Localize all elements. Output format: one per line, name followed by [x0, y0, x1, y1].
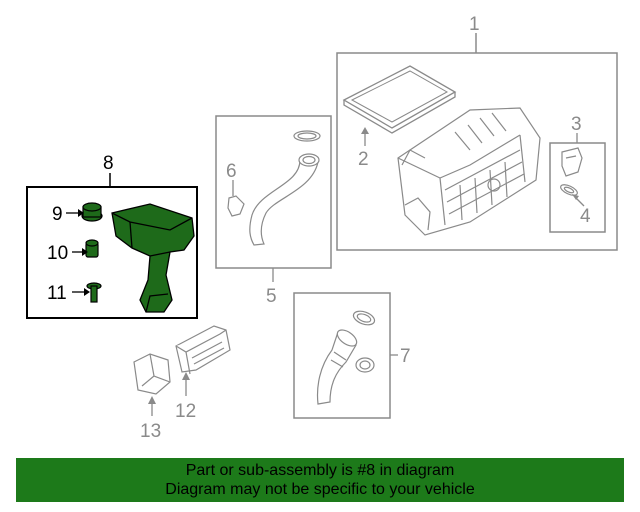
intake-hose-part[interactable]	[249, 153, 320, 246]
clip-part[interactable]	[227, 195, 245, 217]
sensor-part[interactable]	[561, 147, 583, 177]
callout-11[interactable]: 11	[47, 283, 67, 304]
duct-adapter-part[interactable]	[175, 325, 231, 375]
grommet-part[interactable]	[81, 202, 103, 222]
callout-3[interactable]: 3	[571, 114, 582, 135]
callout-10[interactable]: 10	[47, 243, 68, 264]
duct-clamp-part[interactable]	[352, 309, 377, 373]
callout-12[interactable]: 12	[175, 401, 196, 422]
callout-4[interactable]: 4	[580, 206, 591, 227]
callout-7[interactable]: 7	[400, 346, 411, 367]
parts-diagram: 1 2 3	[26, 14, 618, 442]
callout-6[interactable]: 6	[226, 161, 237, 182]
air-cleaner-group: 1 2 3	[336, 14, 618, 251]
cover-part[interactable]	[133, 353, 171, 395]
air-filter-part[interactable]	[342, 65, 457, 134]
air-cleaner-housing-part[interactable]	[397, 107, 541, 236]
callout-1[interactable]: 1	[469, 14, 480, 35]
air-cleaner-box	[336, 52, 618, 251]
bushing-part[interactable]	[85, 239, 99, 258]
intake-duct-part[interactable]	[111, 203, 195, 313]
outlet-duct-group: 7	[293, 292, 411, 419]
callout-5[interactable]: 5	[266, 286, 277, 307]
hose-clamp-part[interactable]	[293, 130, 321, 142]
callout-9[interactable]: 9	[52, 204, 63, 225]
banner-line-1: Part or sub-assembly is #8 in diagram	[185, 462, 455, 479]
hose-group: 5 6	[215, 115, 332, 307]
banner-line-2: Diagram may not be specific to your vehi…	[165, 481, 475, 498]
outlet-duct-part[interactable]	[316, 327, 360, 405]
bolt-part[interactable]	[86, 282, 102, 303]
intake-duct-group: 8 9 10 11	[26, 153, 198, 319]
intake-duct-box	[26, 186, 198, 319]
info-banner: Part or sub-assembly is #8 in diagram Di…	[16, 458, 624, 502]
callout-2[interactable]: 2	[358, 149, 369, 170]
sensor-seal-part[interactable]	[559, 183, 579, 198]
callout-13[interactable]: 13	[140, 421, 161, 442]
callout-8[interactable]: 8	[103, 153, 114, 174]
